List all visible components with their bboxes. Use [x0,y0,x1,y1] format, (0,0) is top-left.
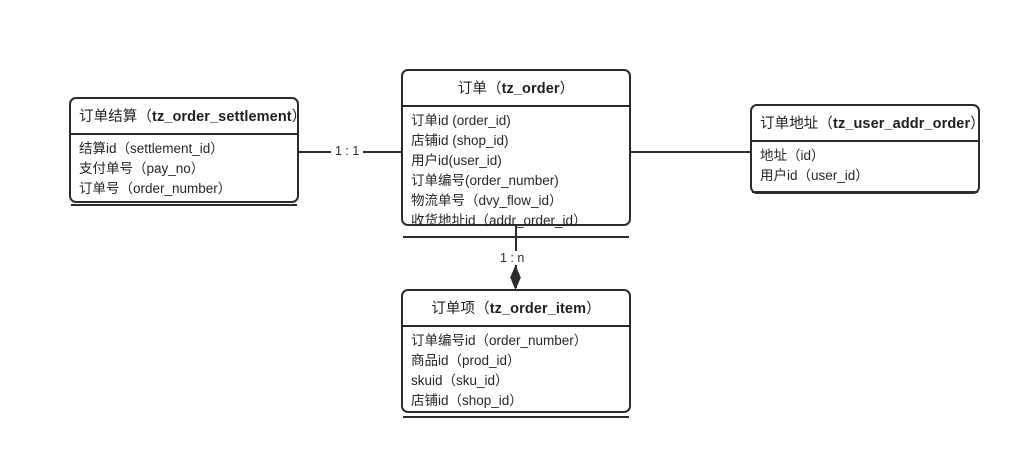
entity-attributes-tz-order: 订单id (order_id) 店铺id (shop_id) 用户id(user… [403,107,629,238]
entity-title-cn-tz-order-settlement: 订单结算 [79,109,138,125]
attribute-row: 用户id（user_id） [760,168,869,183]
entity-table-tz-order-item: tz_order_item [489,301,587,317]
entity-table-tz-user-addr-order: tz_user_addr_order [833,116,971,132]
entity-attributes-tz-order-settlement: 结算id（settlement_id） 支付单号（pay_no） 订单号（ord… [71,135,297,206]
paren-close: ） [970,116,985,132]
attribute-row: 店铺id（shop_id） [411,393,523,408]
entity-tz-order-item[interactable]: 订单项（tz_order_item） 订单编号id（order_number） … [401,289,631,418]
attribute-row: 订单号（order_number） [79,181,232,196]
attribute-row: 店铺id (shop_id) [411,133,509,148]
entity-title-tz-order: 订单（tz_order） [403,71,629,107]
entity-footer-tz-order-settlement [71,206,297,224]
attribute-row: 订单id (order_id) [411,113,511,128]
entity-footer-tz-user-addr-order [752,193,978,211]
entity-footer-tz-order [403,238,629,256]
attribute-row: 地址（id） [760,148,825,163]
entity-attributes-tz-user-addr-order: 地址（id） 用户id（user_id） [752,142,978,193]
attribute-row: 结算id（settlement_id） [79,141,224,156]
paren-open: （ [137,109,153,125]
edge-label-settlement-to-order: 1 : 1 [331,144,364,158]
entity-title-tz-order-item: 订单项（tz_order_item） [403,291,629,327]
entity-title-cn-tz-order-item: 订单项 [431,301,476,317]
entity-tz-order[interactable]: 订单（tz_order） 订单id (order_id) 店铺id (shop_… [401,69,631,238]
entity-title-cn-tz-user-addr-order: 订单地址 [760,116,819,132]
entity-table-tz-order-settlement: tz_order_settlement [152,109,292,125]
entity-attributes-tz-order-item: 订单编号id（order_number） 商品id（prod_id） skuid… [403,327,629,418]
paren-open: （ [818,116,834,132]
paren-close: ） [586,301,601,317]
paren-open: （ [475,301,490,317]
paren-open: （ [486,81,502,97]
edge-label-order-to-item: 1 : n [496,251,529,265]
entity-tz-order-settlement[interactable]: 订单结算（tz_order_settlement） 结算id（settlemen… [69,97,306,206]
attribute-row: 支付单号（pay_no） [79,161,205,176]
attribute-row: 订单编号(order_number) [411,173,559,188]
entity-title-tz-user-addr-order: 订单地址（tz_user_addr_order） [752,106,985,142]
attribute-row: 用户id(user_id) [411,153,502,168]
attribute-row: 商品id（prod_id） [411,353,521,368]
paren-close: ） [559,81,575,97]
attribute-row: 收货地址id（addr_order_id） [411,213,587,228]
attribute-row: 物流单号（dvy_flow_id） [411,193,563,208]
entity-title-cn-tz-order: 订单 [457,81,487,97]
paren-close: ） [291,109,307,125]
entity-title-tz-order-settlement: 订单结算（tz_order_settlement） [71,99,306,135]
attribute-row: skuid（sku_id） [411,373,509,388]
entity-table-tz-order: tz_order [501,81,560,97]
entity-tz-user-addr-order[interactable]: 订单地址（tz_user_addr_order） 地址（id） 用户id（use… [750,104,985,194]
attribute-row: 订单编号id（order_number） [411,333,588,348]
filled-diamond-arrowhead [507,265,524,290]
entity-footer-tz-order-item [403,418,629,436]
edge-order-to-address [631,151,750,153]
